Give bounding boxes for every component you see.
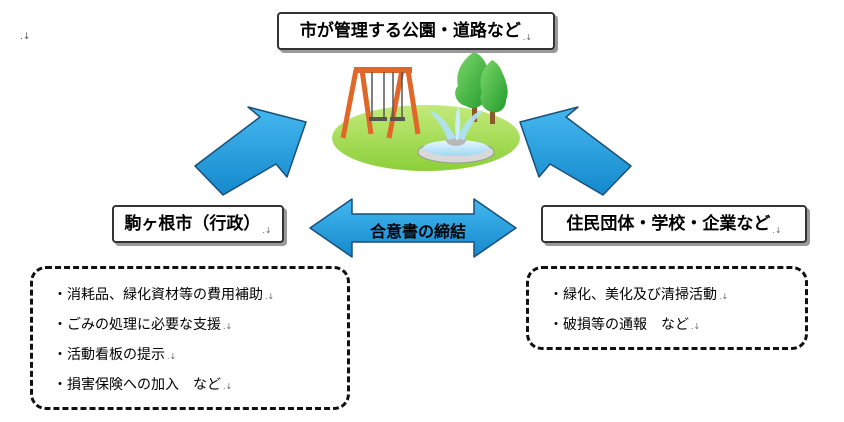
left-box-mark: .↓ (262, 226, 272, 235)
top-box-label: 市が管理する公園・道路など (299, 20, 521, 41)
list-item: ・破損等の通報 など.↓ (549, 317, 701, 333)
stray-mark: .↓ (20, 32, 31, 42)
left-support-list: ・消耗品、緑化資材等の費用補助.↓ ・ごみの処理に必要な支援.↓ ・活動看板の提… (30, 266, 350, 410)
list-item: ・活動看板の提示.↓ (53, 347, 177, 363)
left-box: 駒ヶ根市（行政） .↓ (112, 205, 284, 243)
left-arrow-icon (194, 106, 307, 196)
top-box: 市が管理する公園・道路など .↓ (277, 12, 555, 50)
left-box-label: 駒ヶ根市（行政） (124, 213, 261, 234)
right-arrow-icon (519, 106, 632, 196)
list-item: ・緑化、美化及び清掃活動.↓ (549, 287, 729, 303)
list-item: ・損害保険への加入 など.↓ (53, 377, 233, 393)
agreement-label: 合意書の締結 (369, 222, 466, 241)
right-box-label: 住民団体・学校・企業など (566, 213, 771, 234)
park-illustration (332, 52, 520, 171)
right-activity-list: ・緑化、美化及び清掃活動.↓ ・破損等の通報 など.↓ (526, 266, 808, 350)
right-box-mark: .↓ (772, 226, 782, 235)
agreement-double-arrow-icon (309, 198, 517, 258)
right-box: 住民団体・学校・企業など .↓ (541, 205, 807, 243)
fountain-icon (417, 106, 495, 164)
top-box-mark: .↓ (522, 33, 533, 42)
swing-set-icon (340, 67, 421, 139)
trees-icon (455, 52, 508, 124)
list-item: ・消耗品、緑化資材等の費用補助.↓ (53, 287, 275, 303)
list-item: ・ごみの処理に必要な支援.↓ (53, 317, 233, 333)
